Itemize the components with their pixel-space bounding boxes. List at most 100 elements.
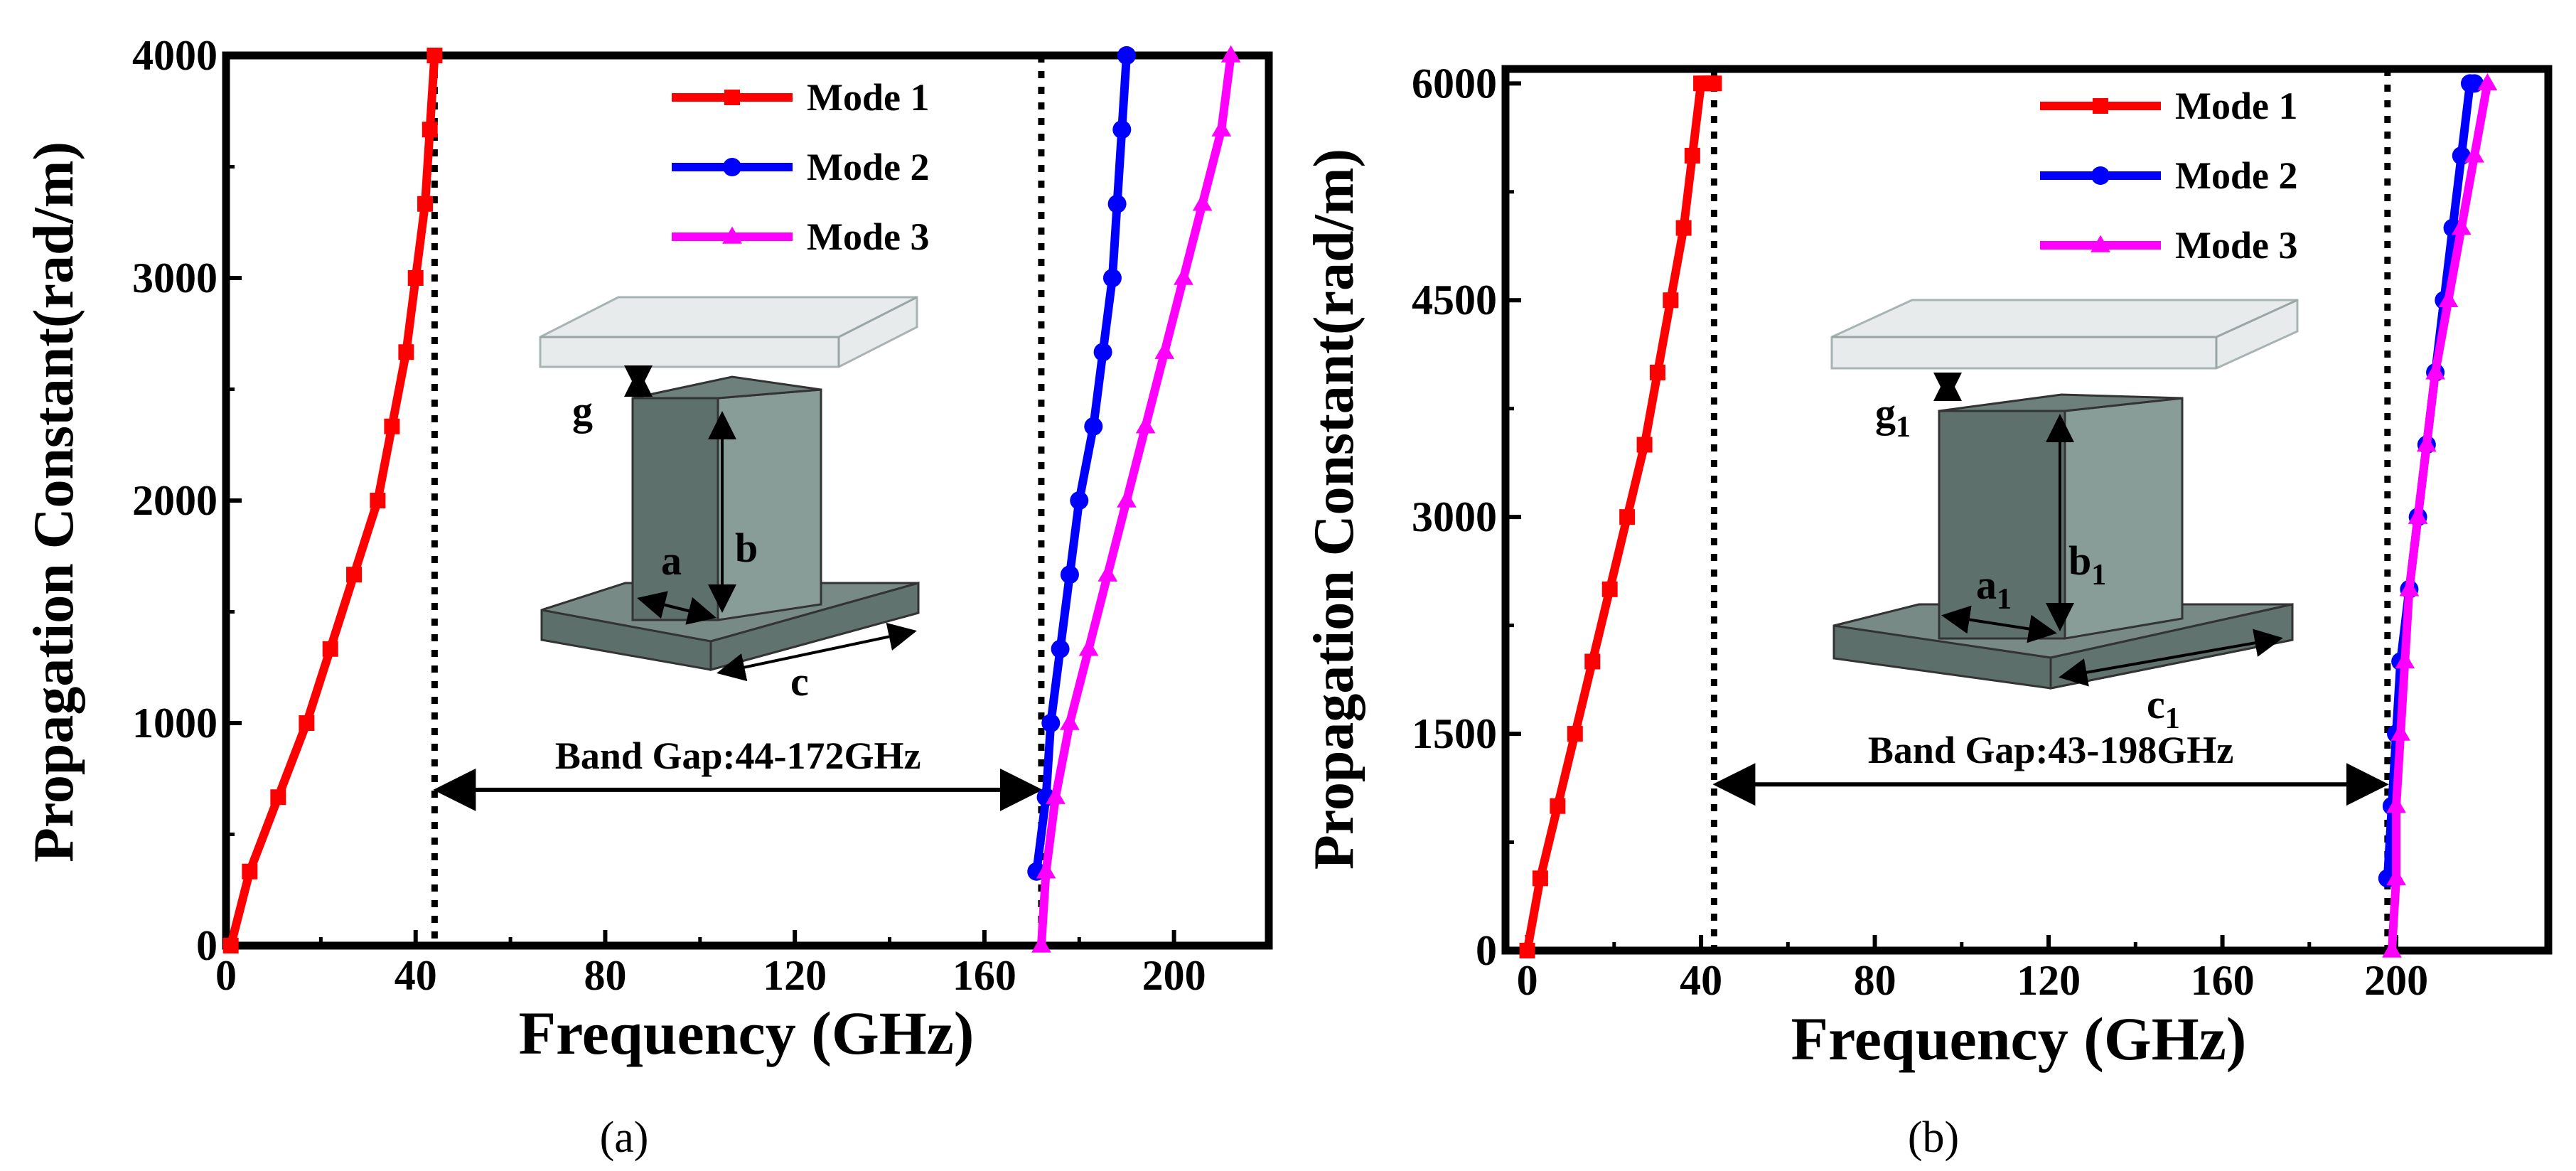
- data-point: [1154, 341, 1175, 359]
- series-mode-2: [1027, 46, 1136, 881]
- y-tick-label: 1000: [132, 700, 218, 747]
- x-tick-label: 80: [1854, 957, 1896, 1004]
- data-point: [1036, 861, 1056, 879]
- data-point: [1684, 147, 1700, 164]
- data-point: [2477, 73, 2498, 91]
- y-tick-label: 3000: [132, 255, 218, 301]
- y-axis-title: Propagation Constant(rad/m): [1303, 149, 1365, 870]
- legend-label: Mode 3: [2175, 224, 2297, 267]
- data-point: [2438, 289, 2459, 307]
- legend-label: Mode 1: [807, 76, 929, 119]
- data-point: [322, 641, 338, 657]
- series-mode-3: [2382, 73, 2498, 958]
- legend: Mode 1 Mode 2 Mode 3: [2040, 85, 2297, 267]
- x-tick-label: 200: [2364, 957, 2428, 1004]
- band-gap-label: Band Gap:43-198GHz: [1868, 729, 2234, 771]
- data-point: [2416, 434, 2437, 452]
- series-mode-1: [1519, 75, 1722, 958]
- x-tick-label: 0: [215, 952, 237, 999]
- x-tick-label: 40: [395, 952, 437, 999]
- band-gap-label: Band Gap:44-172GHz: [555, 734, 921, 777]
- legend-label: Mode 2: [2175, 154, 2297, 197]
- data-point: [1031, 935, 1051, 953]
- data-point: [1098, 564, 1118, 582]
- data-point: [407, 270, 424, 286]
- data-point: [1093, 343, 1112, 362]
- data-point: [723, 158, 741, 176]
- plot-frame: [1501, 65, 2553, 955]
- data-point: [417, 196, 434, 212]
- data-point: [1649, 364, 1665, 380]
- data-point: [2386, 796, 2406, 813]
- panel-a: g a b c 0 1000 2000 3000 4000 0 40 80 120 160 200F…: [23, 32, 1273, 1162]
- data-point: [398, 344, 414, 360]
- data-point: [2093, 98, 2108, 114]
- inset-label-a: a: [661, 538, 682, 584]
- data-point: [1550, 798, 1566, 814]
- data-point: [722, 226, 742, 244]
- unit-cell-inset-a: g a b c: [539, 296, 920, 705]
- legend-label: Mode 2: [807, 146, 929, 188]
- y-tick-label: 2000: [132, 477, 218, 524]
- series-line: [2387, 82, 2492, 951]
- x-tick-label: 200: [1142, 952, 1206, 999]
- y-tick-label: 3000: [1412, 493, 1497, 540]
- data-point: [1519, 943, 1535, 958]
- data-point: [1060, 565, 1079, 584]
- series-line: [1036, 55, 1235, 946]
- data-point: [2399, 579, 2420, 597]
- y-tick-label: 1500: [1412, 710, 1497, 757]
- data-point: [1532, 870, 1548, 887]
- inset-label-b: b: [735, 525, 758, 571]
- data-point: [384, 418, 400, 434]
- x-tick-label: 0: [1517, 957, 1538, 1004]
- data-point: [1117, 490, 1137, 508]
- data-point: [1084, 417, 1103, 436]
- data-point: [2386, 868, 2406, 886]
- series-line: [1032, 55, 1131, 872]
- legend-label: Mode 1: [2175, 85, 2297, 127]
- x-axis-title: Frequency (GHz): [1791, 1005, 2247, 1073]
- data-point: [299, 715, 315, 731]
- data-point: [1584, 653, 1601, 670]
- data-point: [1706, 75, 1722, 92]
- data-point: [1663, 292, 1679, 309]
- data-point: [2382, 940, 2402, 958]
- y-tick-label: 6000: [1412, 60, 1497, 107]
- data-point: [1220, 45, 1241, 63]
- y-tick-label: 4000: [132, 32, 218, 79]
- x-axis-title: Frequency (GHz): [519, 999, 975, 1067]
- data-point: [2425, 362, 2445, 380]
- unit-cell-inset-b: g1 a1 b1 c1: [1830, 299, 2299, 735]
- data-point: [1060, 712, 1080, 730]
- data-point: [1211, 119, 1232, 137]
- series-mode-1: [222, 48, 443, 953]
- inset-label-c: c: [790, 658, 809, 705]
- y-tick-label: 4500: [1412, 277, 1497, 324]
- data-point: [2395, 651, 2415, 669]
- data-point: [370, 493, 386, 508]
- data-point: [222, 938, 239, 953]
- data-point: [1070, 491, 1089, 510]
- data-point: [242, 863, 258, 879]
- x-tick-label: 160: [952, 952, 1016, 999]
- data-point: [1619, 509, 1636, 525]
- panel-label-b: (b): [1908, 1113, 1959, 1162]
- data-point: [2408, 506, 2428, 524]
- data-point: [1135, 416, 1156, 434]
- x-tick-label: 120: [763, 952, 827, 999]
- x-tick-label: 80: [584, 952, 626, 999]
- inset-label-c1: c1: [2147, 681, 2180, 735]
- data-point: [1117, 46, 1136, 65]
- data-point: [1192, 193, 1213, 211]
- data-point: [426, 48, 443, 63]
- data-point: [1112, 120, 1132, 139]
- data-point: [1174, 267, 1193, 285]
- inset-label-g: g: [572, 387, 593, 434]
- data-point: [270, 789, 286, 806]
- y-tick-label: 0: [196, 922, 218, 969]
- data-point: [346, 567, 363, 583]
